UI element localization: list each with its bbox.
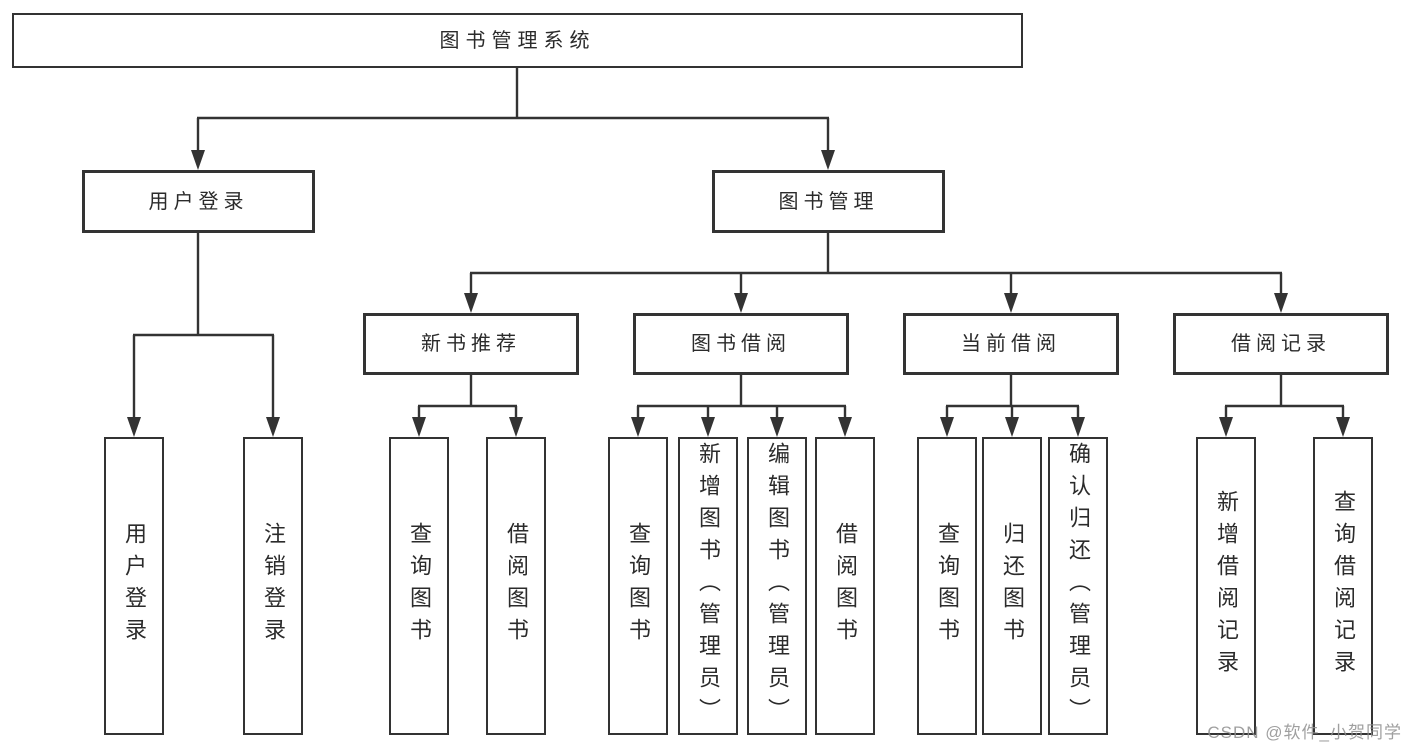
connector-book-management — [464, 233, 1288, 313]
arrowhead — [191, 150, 205, 170]
leaf-edit-book-admin-label: 编辑图书（管理员） — [765, 442, 790, 730]
arrowhead — [1005, 417, 1019, 437]
arrowhead — [770, 417, 784, 437]
leaf-borrow-books-recommend-label: 借阅图书 — [504, 522, 529, 650]
node-root: 图书管理系统 — [12, 13, 1023, 68]
leaf-query-books-current: 查询图书 — [917, 437, 977, 735]
arrowhead — [266, 417, 280, 437]
connector-user-login — [127, 233, 280, 437]
arrowhead — [127, 417, 141, 437]
arrowhead — [464, 293, 478, 313]
leaf-user-login-label: 用户登录 — [122, 522, 147, 650]
connector-new-book-recommendation — [412, 375, 523, 437]
csdn-watermark: CSDN @软件_小贺同学 — [1207, 723, 1402, 742]
arrowhead — [412, 417, 426, 437]
arrowhead — [1274, 293, 1288, 313]
leaf-logout-label: 注销登录 — [261, 522, 286, 650]
arrowhead — [1336, 417, 1350, 437]
leaf-add-borrow-record: 新增借阅记录 — [1196, 437, 1256, 735]
leaf-return-book-label: 归还图书 — [1000, 522, 1025, 650]
leaf-add-borrow-record-label: 新增借阅记录 — [1214, 490, 1239, 682]
leaf-add-book-admin: 新增图书（管理员） — [678, 437, 738, 735]
leaf-return-book: 归还图书 — [982, 437, 1042, 735]
node-root-label: 图书管理系统 — [439, 29, 596, 52]
arrowhead — [631, 417, 645, 437]
connector-book-borrowing — [631, 375, 852, 437]
leaf-query-books-recommend-label: 查询图书 — [407, 522, 432, 650]
connector-root — [191, 68, 835, 170]
leaf-edit-book-admin: 编辑图书（管理员） — [747, 437, 807, 735]
arrowhead — [734, 293, 748, 313]
node-current-borrowing: 当前借阅 — [903, 313, 1119, 375]
arrowhead — [940, 417, 954, 437]
leaf-query-books-recommend: 查询图书 — [389, 437, 449, 735]
leaf-query-borrow-record: 查询借阅记录 — [1313, 437, 1373, 735]
node-book-management: 图书管理 — [712, 170, 945, 233]
arrowhead — [1071, 417, 1085, 437]
arrowhead — [838, 417, 852, 437]
leaf-borrow-books-recommend: 借阅图书 — [486, 437, 546, 735]
node-borrowing-records: 借阅记录 — [1173, 313, 1389, 375]
leaf-query-books-borrow: 查询图书 — [608, 437, 668, 735]
leaf-query-borrow-record-label: 查询借阅记录 — [1331, 490, 1356, 682]
leaf-add-book-admin-label: 新增图书（管理员） — [696, 442, 721, 730]
arrowhead — [1219, 417, 1233, 437]
node-book-borrowing-label: 图书借阅 — [691, 333, 791, 355]
leaf-confirm-return-admin-label: 确认归还（管理员） — [1066, 442, 1091, 730]
leaf-borrow-books-borrow-label: 借阅图书 — [833, 522, 858, 650]
leaf-borrow-books-borrow: 借阅图书 — [815, 437, 875, 735]
connector-borrowing-records — [1219, 375, 1350, 437]
arrowhead — [1004, 293, 1018, 313]
leaf-confirm-return-admin: 确认归还（管理员） — [1048, 437, 1108, 735]
node-user-login: 用户登录 — [82, 170, 315, 233]
arrowhead — [821, 150, 835, 170]
arrowhead — [509, 417, 523, 437]
node-book-borrowing: 图书借阅 — [633, 313, 849, 375]
node-user-login-label: 用户登录 — [148, 190, 249, 213]
node-new-book-recommendation: 新书推荐 — [363, 313, 579, 375]
node-book-management-label: 图书管理 — [778, 190, 879, 213]
leaf-query-books-current-label: 查询图书 — [935, 522, 960, 650]
node-current-borrowing-label: 当前借阅 — [961, 333, 1061, 355]
node-new-book-recommendation-label: 新书推荐 — [421, 333, 521, 355]
leaf-query-books-borrow-label: 查询图书 — [626, 522, 651, 650]
node-borrowing-records-label: 借阅记录 — [1231, 333, 1331, 355]
leaf-logout: 注销登录 — [243, 437, 303, 735]
arrowhead — [701, 417, 715, 437]
leaf-user-login: 用户登录 — [104, 437, 164, 735]
connector-current-borrowing — [940, 375, 1085, 437]
